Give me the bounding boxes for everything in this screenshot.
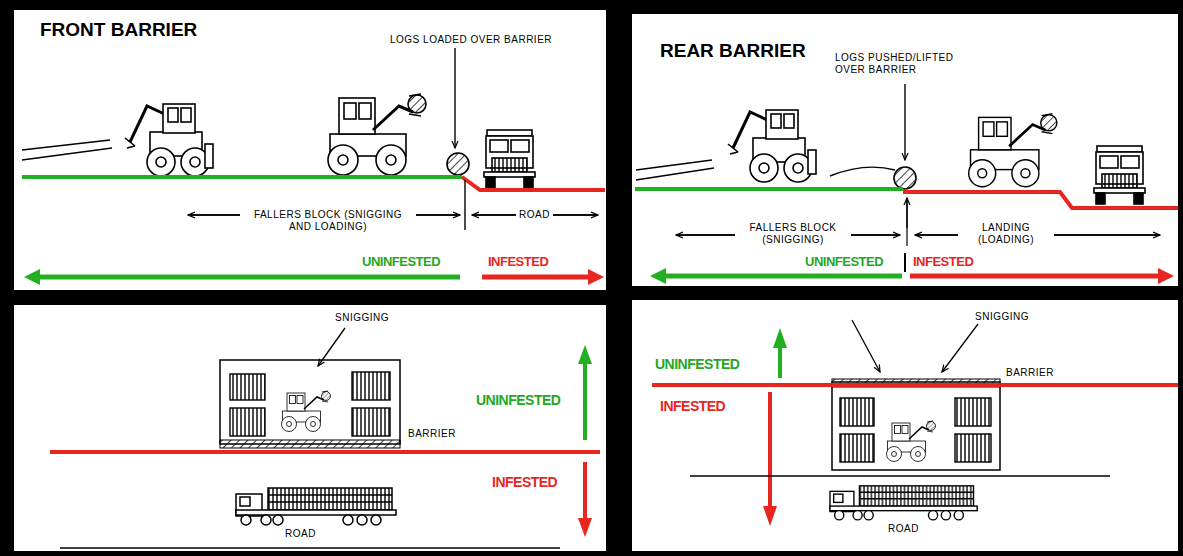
zone-label: INFESTED (660, 398, 725, 414)
callout-text: LOGS LOADED OVER BARRIER (390, 34, 552, 46)
callout-text: SNIGGING (975, 311, 1029, 323)
dimension-label: ROAD (516, 209, 553, 221)
part-label: BARRIER (408, 428, 456, 440)
dimension-label: FALLERS BLOCK (SNIGGING AND LOADING) (240, 209, 416, 232)
dimension-label: LANDING (LOADING) (958, 222, 1054, 245)
zone-label: INFESTED (488, 255, 548, 270)
zone-label: UNINFESTED (805, 255, 883, 270)
zone-label: INFESTED (913, 255, 973, 270)
part-label: BARRIER (1006, 367, 1054, 379)
dimension-label: FALLERS BLOCK (SNIGGING) (735, 222, 851, 245)
zone-label: UNINFESTED (362, 255, 440, 270)
callout-text: LOGS PUSHED/LIFTED OVER BARRIER (835, 52, 965, 75)
panel-title: REAR BARRIER (660, 40, 806, 62)
panel-title: FRONT BARRIER (40, 19, 197, 41)
zone-label: UNINFESTED (476, 392, 560, 408)
callout-text: SNIGGING (335, 312, 389, 324)
zone-label: UNINFESTED (655, 356, 739, 372)
part-label: ROAD (888, 523, 919, 535)
part-label: ROAD (285, 528, 316, 540)
zone-label: INFESTED (492, 474, 557, 490)
